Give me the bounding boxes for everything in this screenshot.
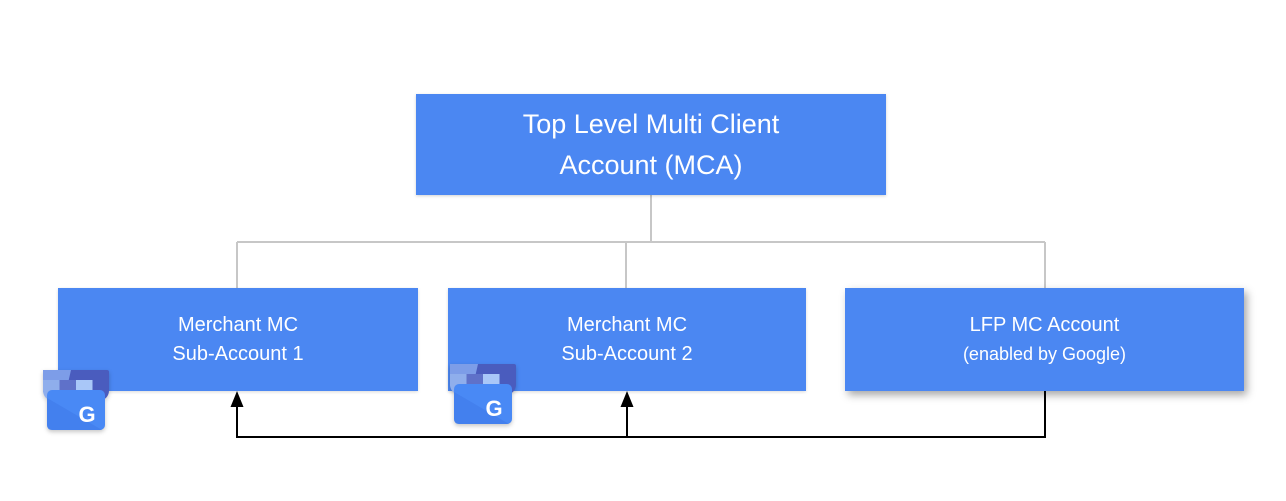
storefront-icon: G bbox=[450, 364, 516, 424]
google-business-icon: G bbox=[447, 362, 519, 431]
arrowhead-sub1-icon bbox=[230, 391, 244, 407]
node-label-line1: LFP MC Account bbox=[969, 313, 1120, 336]
google-g-letter: G bbox=[78, 402, 95, 427]
node-label-line1: Top Level Multi Client bbox=[522, 108, 780, 139]
feed-connector-lfp-to-sub1 bbox=[236, 391, 1046, 438]
storefront-icon: G bbox=[43, 370, 109, 430]
google-business-icon: G bbox=[40, 368, 112, 437]
node-top-level-mca: Top Level Multi Client Account (MCA) bbox=[416, 94, 886, 195]
node-label-line2: (enabled by Google) bbox=[962, 343, 1127, 364]
arrowhead-sub2-icon bbox=[620, 391, 634, 407]
node-label-line2: Account (MCA) bbox=[559, 149, 743, 180]
google-g-letter: G bbox=[485, 396, 502, 421]
node-label-line1: Merchant MC bbox=[566, 313, 688, 336]
node-lfp-mc-account: LFP MC Account (enabled by Google) bbox=[845, 288, 1244, 391]
node-label-line2: Sub-Account 1 bbox=[172, 342, 304, 365]
node-label-line2: Sub-Account 2 bbox=[561, 342, 693, 365]
node-merchant-sub-account-1: Merchant MC Sub-Account 1 bbox=[58, 288, 418, 391]
node-label-line1: Merchant MC bbox=[177, 313, 299, 336]
